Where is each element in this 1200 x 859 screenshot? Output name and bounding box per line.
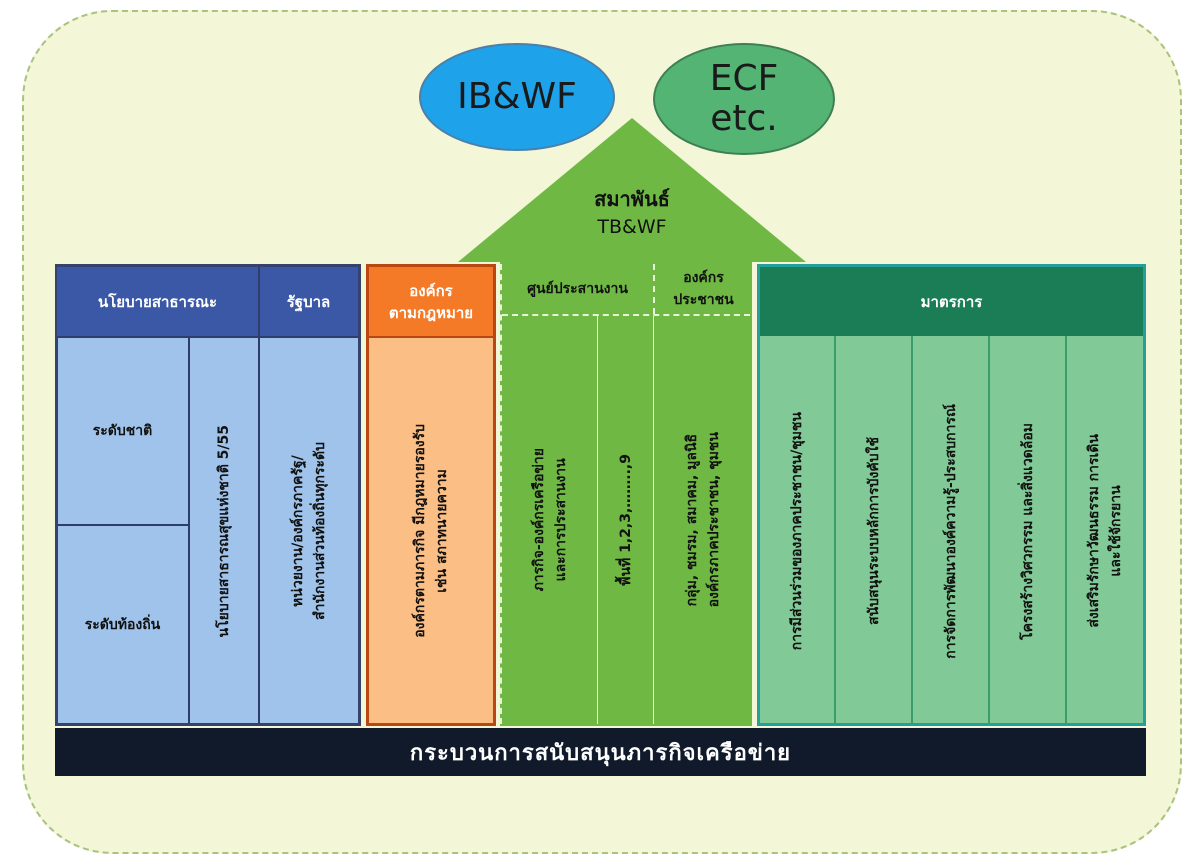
measure-item: การจัดการพัฒนาองค์ความรู้-ประสบการณ์ bbox=[913, 338, 988, 724]
area-cell: พื้นที่ 1,2,3,……..,9 bbox=[598, 316, 653, 724]
blue-header-divider bbox=[57, 336, 358, 338]
measure-item-line1: การมีส่วนร่วมของภาคประชาชน/ชุมชน bbox=[789, 411, 805, 651]
measure-item-text: การจัดการพัฒนาองค์ความรู้-ประสบการณ์ bbox=[940, 404, 962, 659]
civil-groups-text: กลุ่ม, ชมรม, สมาคม, มูลนิธิ องค์กรภาคประ… bbox=[681, 432, 725, 607]
network-mission-text: ภารกิจ-องค์กรเครือข่าย และการประสานงาน bbox=[528, 448, 572, 591]
government-agencies-cell: หน่วยงาน/องค์กรภาครัฐ/ สำนักงานส่วนท้องถ… bbox=[260, 338, 358, 724]
public-policy-header: นโยบายสาธารณะ bbox=[57, 267, 258, 337]
green-col-divider-2 bbox=[653, 316, 654, 724]
measure-item: สนับสนุนระบบหลักการบังคับใช้ bbox=[836, 338, 911, 724]
legal-organization-header-line2: ตามกฎหมาย bbox=[388, 304, 474, 322]
measure-item-line1: การจัดการพัฒนาองค์ความรู้-ประสบการณ์ bbox=[942, 403, 959, 659]
green-col-divider-1 bbox=[597, 316, 598, 724]
level-local-label: ระดับท้องถิ่น bbox=[84, 617, 161, 633]
blue-divider-2 bbox=[188, 337, 190, 724]
level-local: ระดับท้องถิ่น bbox=[57, 526, 188, 724]
government-agencies-line1: หน่วยงาน/องค์กรภาครัฐ/ bbox=[290, 455, 306, 607]
coordination-center-header: ศูนย์ประสานงาน bbox=[502, 264, 653, 314]
green-left-edge bbox=[500, 264, 502, 724]
measures-section bbox=[757, 264, 1146, 726]
measures-header-label: มาตรการ bbox=[920, 292, 983, 311]
measure-item: โครงสร้างวิศวกรรม และสิ่งแวดล้อม bbox=[990, 338, 1065, 724]
civil-organization-header-line1: องค์กร bbox=[683, 270, 724, 286]
blue-divider-1 bbox=[258, 267, 260, 724]
ecf-oval: ECF etc. bbox=[653, 43, 835, 155]
ecf-label: ECF bbox=[709, 58, 779, 99]
measures-divider-2 bbox=[911, 336, 913, 724]
green-header-dash-divider bbox=[653, 264, 655, 314]
measure-item-text: ส่งเสริมรักษาวัฒนธรรม การเดิน และใช้จักร… bbox=[1083, 434, 1127, 628]
measures-divider-3 bbox=[988, 336, 990, 724]
civil-groups-cell: กลุ่ม, ชมรม, สมาคม, มูลนิธิ องค์กรภาคประ… bbox=[654, 316, 752, 724]
civil-organization-header: องค์กร ประชาชน bbox=[655, 264, 752, 314]
government-header: รัฐบาล bbox=[259, 267, 358, 337]
measure-item-line1: ส่งเสริมรักษาวัฒนธรรม การเดิน bbox=[1086, 434, 1102, 628]
federation-subtitle: TB&WF bbox=[597, 216, 667, 238]
legal-organization-body: องค์กรตามภารกิจ มีกฎหมายรองรับ เช่น สภาท… bbox=[369, 338, 493, 724]
legal-organization-line1: องค์กรตามภารกิจ มีกฎหมายรองรับ bbox=[412, 424, 428, 638]
legal-organization-header: องค์กร ตามกฎหมาย bbox=[369, 267, 493, 337]
coordination-section bbox=[500, 262, 752, 726]
measures-header: มาตรการ bbox=[760, 267, 1143, 336]
measure-item-text: โครงสร้างวิศวกรรม และสิ่งแวดล้อม bbox=[1017, 423, 1039, 640]
measure-item-line1: สนับสนุนระบบหลักการบังคับใช้ bbox=[865, 437, 882, 625]
ibwf-oval: IB&WF bbox=[419, 43, 615, 151]
orange-header-divider bbox=[369, 336, 493, 338]
level-national: ระดับชาติ bbox=[57, 338, 188, 524]
public-policy-section bbox=[55, 264, 361, 726]
civil-groups-line1: กลุ่ม, ชมรม, สมาคม, มูลนิธิ bbox=[684, 433, 700, 607]
legal-organization-section bbox=[366, 264, 496, 726]
government-agencies-text: หน่วยงาน/องค์กรภาครัฐ/ สำนักงานส่วนท้องถ… bbox=[287, 442, 331, 620]
national-policy-cell: นโยบายสาธารณสุขแห่งชาติ 5/55 bbox=[190, 338, 258, 724]
public-policy-header-label: นโยบายสาธารณะ bbox=[97, 293, 218, 311]
green-header-dash-line bbox=[502, 314, 750, 316]
ibwf-label: IB&WF bbox=[457, 76, 577, 117]
network-mission-line2: และการประสานงาน bbox=[552, 458, 569, 582]
measure-item: การมีส่วนร่วมของภาคประชาชน/ชุมชน bbox=[760, 338, 834, 724]
civil-groups-line2: องค์กรภาคประชาชน, ชุมชน bbox=[706, 432, 722, 608]
measure-item-line2: และใช้จักรยาน bbox=[1108, 485, 1124, 577]
network-support-bar: กระบวนการสนับสนุนภารกิจเครือข่าย bbox=[55, 728, 1146, 776]
government-agencies-line2: สำนักงานส่วนท้องถิ่นทุกระดับ bbox=[312, 442, 328, 620]
network-mission-line1: ภารกิจ-องค์กรเครือข่าย bbox=[530, 448, 547, 592]
legal-organization-line2: เช่น สภาทนายความ bbox=[434, 469, 450, 593]
government-header-label: รัฐบาล bbox=[286, 293, 331, 311]
network-mission-cell: ภารกิจ-องค์กรเครือข่าย และการประสานงาน bbox=[502, 316, 597, 724]
etc-label: etc. bbox=[710, 98, 778, 139]
civil-organization-header-line2: ประชาชน bbox=[673, 292, 734, 308]
measure-item-line1: โครงสร้างวิศวกรรม และสิ่งแวดล้อม bbox=[1019, 422, 1036, 640]
measure-item: ส่งเสริมรักษาวัฒนธรรม การเดิน และใช้จักร… bbox=[1067, 338, 1143, 724]
level-national-label: ระดับชาติ bbox=[92, 423, 153, 439]
measure-item-text: สนับสนุนระบบหลักการบังคับใช้ bbox=[863, 437, 885, 625]
network-support-label: กระบวนการสนับสนุนภารกิจเครือข่าย bbox=[409, 740, 792, 766]
measures-divider-1 bbox=[834, 336, 836, 724]
blue-level-divider bbox=[57, 524, 188, 526]
national-policy-text: นโยบายสาธารณสุขแห่งชาติ 5/55 bbox=[216, 424, 232, 638]
legal-organization-header-line1: องค์กร bbox=[409, 282, 453, 300]
measures-divider-4 bbox=[1065, 336, 1067, 724]
coordination-center-label: ศูนย์ประสานงาน bbox=[527, 281, 628, 297]
measure-item-text: การมีส่วนร่วมของภาคประชาชน/ชุมชน bbox=[786, 412, 808, 650]
area-text: พื้นที่ 1,2,3,……..,9 bbox=[617, 454, 634, 586]
federation-label: สมาพันธ์ TB&WF bbox=[458, 180, 806, 246]
legal-organization-text: องค์กรตามภารกิจ มีกฎหมายรองรับ เช่น สภาท… bbox=[409, 424, 453, 638]
federation-title: สมาพันธ์ bbox=[594, 187, 670, 211]
